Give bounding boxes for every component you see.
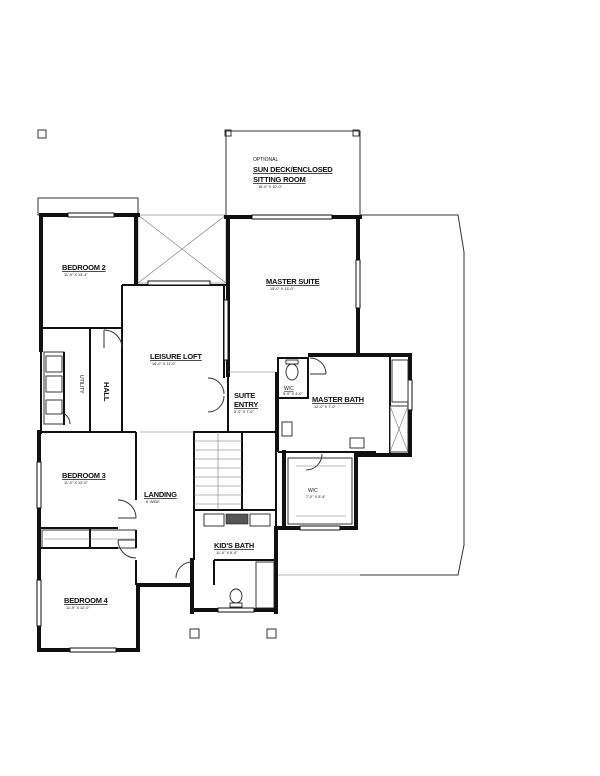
leisure-loft-label: LEISURE LOFT	[150, 352, 202, 361]
bedroom3-label: BEDROOM 3	[62, 471, 106, 480]
wic2-label: W/C	[308, 488, 318, 494]
bedroom4-label: BEDROOM 4	[64, 596, 109, 605]
utility-sink	[45, 399, 63, 415]
column-markers	[37, 129, 360, 639]
kids-bath-label: KID'S BATH	[214, 541, 254, 550]
suite-entry-label-line2: ENTRY	[234, 400, 258, 409]
bathtub	[255, 561, 275, 609]
leisure-loft-dimension: 16'-0" X 11'-0"	[152, 362, 176, 366]
fixtures	[44, 355, 409, 609]
vanity-sink	[203, 513, 225, 527]
stair-treads	[194, 432, 242, 510]
sundeck-dimension: 16'-0" X 10'-0"	[258, 185, 283, 189]
landing-label: LANDING	[144, 490, 177, 499]
bedroom4-dimension: 11'-9" X 12'-0"	[66, 606, 90, 610]
bedroom2-dimension: 11'-9" X 13'-4"	[64, 273, 88, 277]
column-marker	[266, 628, 277, 639]
open-to-below	[137, 214, 227, 284]
room-labels: OPTIONAL SUN DECK/ENCLOSED SITTING ROOM …	[62, 157, 364, 610]
suite-entry-label-line1: SUITE	[234, 391, 255, 400]
kids-bath-dimension: 11'-0" X 5'-0"	[216, 551, 238, 555]
bathtub	[391, 359, 409, 403]
vanity-sink	[281, 421, 293, 437]
bedroom2-label: BEDROOM 2	[62, 263, 106, 272]
wic1-dimension: 5'-0" X 4'-0"	[283, 392, 303, 396]
roof-outline	[360, 214, 465, 576]
master-bath-label: MASTER BATH	[312, 395, 364, 404]
sundeck-label-line2: SITTING ROOM	[253, 175, 306, 184]
vanity-sink	[249, 513, 271, 527]
toilet	[285, 363, 299, 381]
washer	[45, 355, 63, 373]
sundeck-label-line1: SUN DECK/ENCLOSED	[253, 165, 333, 174]
wic2-dimension: 7'-0" X 5'-4"	[306, 495, 326, 499]
bedroom2-bump	[37, 197, 139, 216]
toilet	[229, 588, 243, 604]
suite-entry-dimension: 5'-0" X 7'-0"	[234, 410, 254, 414]
master-bath-dimension: 12'-0" X 7'-0"	[314, 405, 337, 409]
column-marker	[37, 129, 47, 139]
dryer	[45, 375, 63, 393]
sun-deck-area	[225, 130, 361, 218]
bedroom3-dimension: 11'-0" X 12'-0"	[64, 481, 88, 485]
door-swings	[57, 329, 327, 579]
wic1-label: W/C	[284, 386, 294, 392]
interior-walls	[39, 284, 391, 585]
column-marker	[352, 129, 360, 137]
vanity-sink	[349, 437, 365, 449]
master-suite-label: MASTER SUITE	[266, 277, 320, 286]
sundeck-optional-label: OPTIONAL	[253, 157, 279, 163]
column-marker	[189, 628, 200, 639]
column-marker	[224, 129, 232, 137]
hall-label: HALL	[102, 382, 111, 402]
landing-dimension: 6' WIDE	[146, 500, 160, 504]
windows	[36, 212, 413, 653]
master-suite-dimension: 15'-0" X 13'-0"	[270, 287, 295, 291]
vanity-cabinet	[225, 513, 249, 525]
utility-label: UTILITY	[78, 375, 84, 394]
